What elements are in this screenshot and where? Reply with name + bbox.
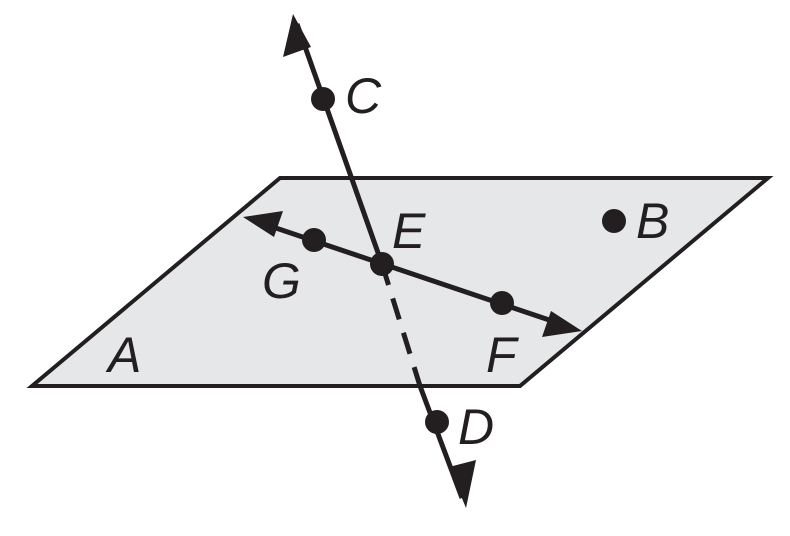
arrowhead-d (449, 460, 476, 508)
point-f (490, 291, 514, 315)
line-cd-upper (294, 23, 385, 265)
plane-a (26, 176, 774, 388)
label-a: A (105, 327, 141, 383)
arrowhead-c (283, 14, 311, 57)
line-cd-hidden (379, 263, 423, 387)
label-f: F (486, 327, 519, 383)
label-c: C (345, 68, 382, 124)
label-d: D (458, 399, 494, 455)
label-g: G (262, 253, 301, 309)
label-b: B (636, 193, 669, 249)
point-c (311, 87, 335, 111)
arrowhead-f (542, 311, 582, 337)
point-b (602, 209, 626, 233)
label-e: E (392, 203, 426, 259)
point-e (370, 252, 394, 276)
point-g (302, 228, 326, 252)
point-d (425, 410, 449, 434)
arrowhead-g (243, 211, 283, 237)
